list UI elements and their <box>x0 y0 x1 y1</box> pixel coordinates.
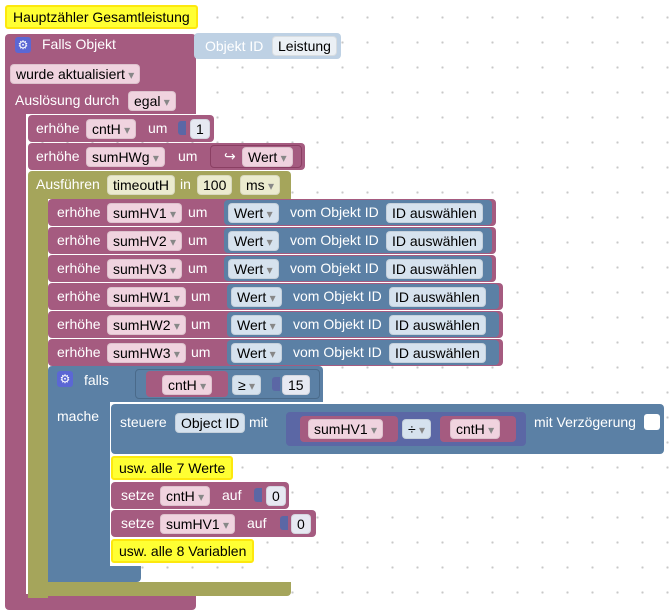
vom-objekt-label: vom Objekt ID <box>290 260 379 276</box>
increment-label: erhöhe <box>36 120 80 136</box>
increment-label: erhöhe <box>57 316 101 332</box>
timeout-name-input[interactable]: timeoutH <box>107 175 176 195</box>
um-label: um <box>178 148 198 164</box>
attr-select[interactable]: Wert <box>231 343 282 363</box>
attr-select[interactable]: Wert <box>231 315 282 335</box>
object-id-label: Objekt ID <box>205 38 264 54</box>
vom-objekt-label: vom Objekt ID <box>293 316 382 332</box>
value-socket <box>280 516 288 530</box>
um-label: um <box>191 344 211 360</box>
row-var-select[interactable]: sumHV2 <box>107 231 183 251</box>
division-operator-select[interactable]: ÷ <box>402 419 432 439</box>
value-socket <box>272 377 280 391</box>
comment-title[interactable]: Hauptzähler Gesamtleistung <box>5 5 198 29</box>
row-var-select[interactable]: sumHW3 <box>107 343 186 363</box>
timeout-block-footer <box>28 582 291 596</box>
set-number-input-sumHV1[interactable]: 0 <box>291 514 311 534</box>
mache-label: mache <box>57 408 100 424</box>
gear-icon[interactable]: ⚙ <box>15 37 31 53</box>
delay-checkbox[interactable] <box>644 414 660 430</box>
increment-label: erhöhe <box>57 204 101 220</box>
auf-label: auf <box>247 515 267 531</box>
if-block-body <box>48 400 110 582</box>
row-var-select[interactable]: sumHV3 <box>107 259 183 279</box>
um-label: um <box>188 260 208 276</box>
setze-label: setze <box>121 487 155 503</box>
object-id-select[interactable]: ID auswählen <box>389 287 486 307</box>
object-id-select[interactable]: ID auswählen <box>389 343 486 363</box>
object-id-select[interactable]: ID auswählen <box>386 203 483 223</box>
falls-label: falls <box>84 372 109 388</box>
mit-label: mit <box>249 414 268 430</box>
object-id-select[interactable]: ID auswählen <box>389 315 486 335</box>
arrow-icon: ↪ <box>224 148 236 164</box>
set-var-select-sumHV1[interactable]: sumHV1 <box>160 514 236 534</box>
ausloesung-label: Auslösung durch <box>15 92 120 108</box>
object-id-select[interactable]: ID auswählen <box>386 259 483 279</box>
delay-label: mit Verzögerung <box>534 414 636 430</box>
if-block-footer <box>48 566 141 582</box>
auf-label: auf <box>222 487 242 503</box>
set-number-input-cntH[interactable]: 0 <box>266 486 286 506</box>
attr-select[interactable]: Wert <box>228 259 279 279</box>
vom-objekt-label: vom Objekt ID <box>293 288 382 304</box>
in-label: in <box>180 176 191 192</box>
division-right-select[interactable]: cntH <box>450 419 501 439</box>
increment-label: erhöhe <box>57 260 101 276</box>
setze-label: setze <box>121 515 155 531</box>
compare-number-input[interactable]: 15 <box>282 375 310 395</box>
attr-select[interactable]: Wert <box>228 203 279 223</box>
compare-var-select[interactable]: cntH <box>162 375 213 395</box>
trigger-block-spine <box>5 110 26 604</box>
value-socket <box>178 121 186 135</box>
comment-variablen[interactable]: usw. alle 8 Variablen <box>111 539 255 563</box>
object-id-value[interactable]: Leistung <box>272 36 337 56</box>
control-target-input[interactable]: Object ID <box>175 413 246 433</box>
var-select-cntH[interactable]: cntH <box>86 119 137 139</box>
compare-operator-select[interactable]: ≥ <box>232 375 262 395</box>
row-var-select[interactable]: sumHV1 <box>107 203 183 223</box>
um-label: um <box>191 288 211 304</box>
row-var-select[interactable]: sumHW2 <box>107 315 186 335</box>
increment-label: erhöhe <box>36 148 80 164</box>
um-label: um <box>188 204 208 220</box>
increment-label: erhöhe <box>57 232 101 248</box>
object-id-select[interactable]: ID auswählen <box>386 231 483 251</box>
vom-objekt-label: vom Objekt ID <box>293 344 382 360</box>
vom-objekt-label: vom Objekt ID <box>290 204 379 220</box>
attr-select[interactable]: Wert <box>228 231 279 251</box>
value-select[interactable]: Wert <box>242 147 293 167</box>
number-input[interactable]: 1 <box>190 119 210 139</box>
ausloesung-select[interactable]: egal <box>128 91 176 111</box>
division-left-select[interactable]: sumHV1 <box>308 419 384 439</box>
steuere-label: steuere <box>120 414 167 430</box>
trigger-select[interactable]: wurde aktualisiert <box>10 64 141 84</box>
increment-label: erhöhe <box>57 344 101 360</box>
comment-werte[interactable]: usw. alle 7 Werte <box>111 456 234 480</box>
set-var-select-cntH[interactable]: cntH <box>160 486 211 506</box>
um-label: um <box>188 232 208 248</box>
um-label: um <box>148 120 168 136</box>
attr-select[interactable]: Wert <box>231 287 282 307</box>
timeout-value-input[interactable]: 100 <box>197 175 233 195</box>
vom-objekt-label: vom Objekt ID <box>290 232 379 248</box>
value-socket <box>254 488 262 502</box>
gear-icon[interactable]: ⚙ <box>57 371 73 387</box>
um-label: um <box>191 316 211 332</box>
ausfuehren-label: Ausführen <box>36 176 100 192</box>
trigger-block-footer <box>5 594 196 610</box>
var-select-sumHWg[interactable]: sumHWg <box>86 147 165 167</box>
timeout-block-spine <box>28 195 48 598</box>
increment-label: erhöhe <box>57 288 101 304</box>
timeout-unit-select[interactable]: ms <box>240 175 281 195</box>
row-var-select[interactable]: sumHW1 <box>107 287 186 307</box>
falls-objekt-label: Falls Objekt <box>42 36 116 52</box>
